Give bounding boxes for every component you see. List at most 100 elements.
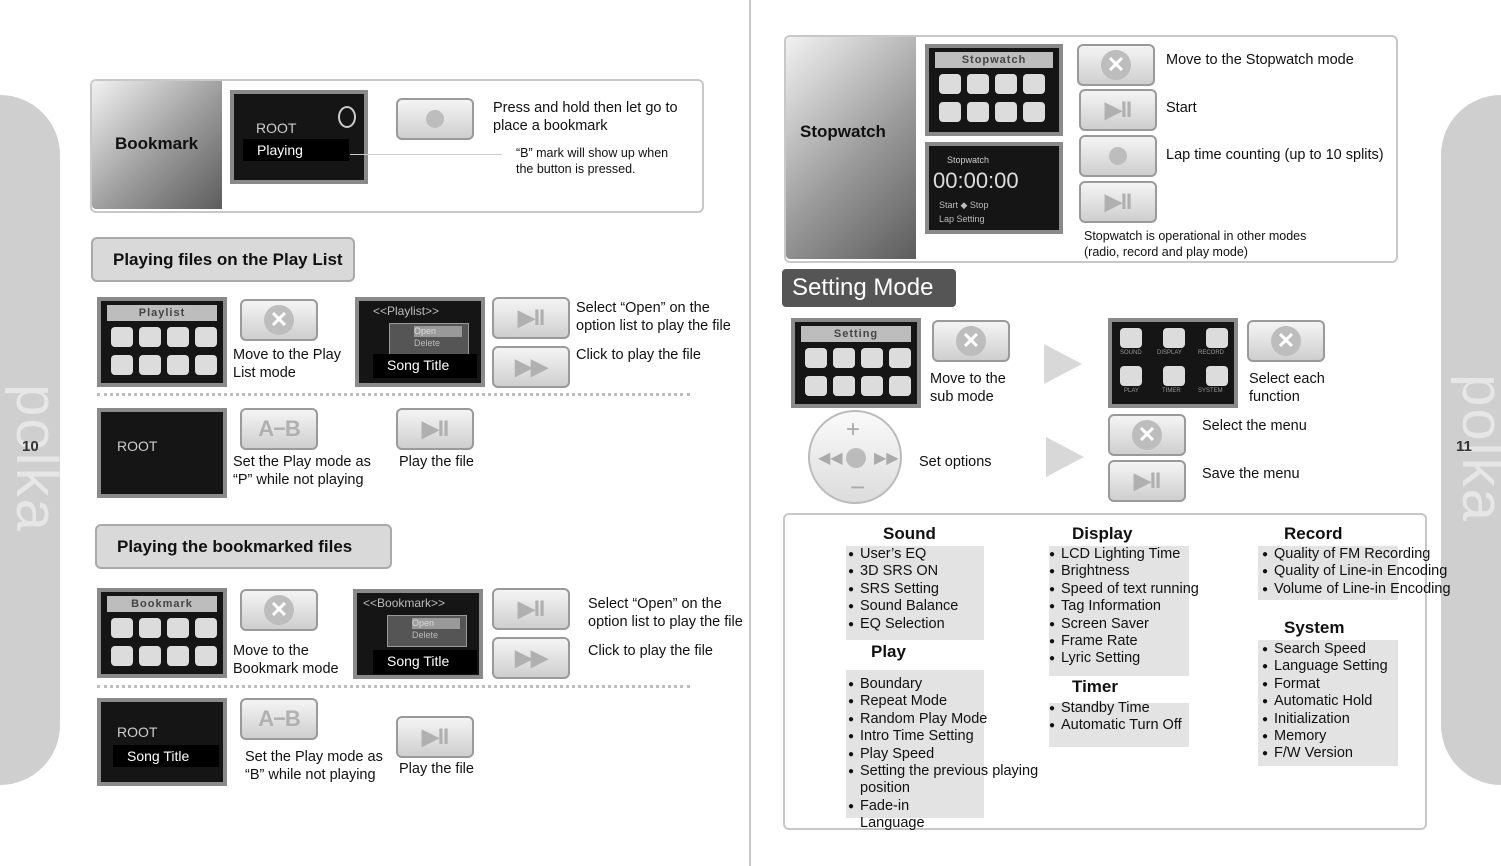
list-item: ●Search Speed <box>1262 641 1366 657</box>
list-item: ●Tag Information <box>1049 598 1161 615</box>
func-label-play: PLAY <box>1124 388 1139 394</box>
list-item: ●Automatic Turn Off <box>1049 717 1182 734</box>
list-item: ●Fade-in <box>848 797 910 814</box>
play-pause-button[interactable]: ▶II <box>396 716 474 758</box>
menu-button[interactable]: ✕ <box>240 299 318 341</box>
arrow-right-icon <box>1044 344 1082 384</box>
menu-button[interactable]: ✕ <box>240 589 318 631</box>
arrow-right-icon <box>1046 437 1084 477</box>
play-pause-button[interactable]: ▶II <box>1079 181 1157 223</box>
setting-step3: Set options <box>919 454 992 470</box>
func-icon-row1 <box>1120 328 1228 348</box>
bookmark-instruction: Press and hold then let go to place a bo… <box>493 100 678 134</box>
play-pause-button[interactable]: ▶II <box>492 297 570 339</box>
play-pause-icon: ▶II <box>517 596 545 621</box>
playlist-menu-screen: Playlist <box>97 297 227 387</box>
stopwatch-title-box <box>786 37 916 259</box>
stopwatch-timer-screen: Stopwatch 00:00:00 Start ◆ Stop Lap Sett… <box>925 142 1063 234</box>
list-item: ●Speed of text running <box>1049 580 1199 597</box>
dotted-divider <box>97 393 690 396</box>
menu-button[interactable]: ✕ <box>1247 320 1325 362</box>
category-play-title: Play <box>871 642 906 661</box>
category-record-title: Record <box>1284 524 1343 543</box>
brand-watermark-left: polka <box>3 384 69 533</box>
setting-menu-screen: Setting <box>791 318 921 408</box>
list-item: position <box>860 780 910 797</box>
category-play-list <box>846 670 984 818</box>
ab-label: A−B <box>258 706 301 731</box>
record-button[interactable] <box>1079 135 1157 177</box>
func-label-sound: SOUND <box>1120 350 1142 356</box>
menu-cross-icon: ✕ <box>1271 326 1301 356</box>
play-pause-button[interactable]: ▶II <box>1108 460 1186 502</box>
menu-cross-icon: ✕ <box>956 326 986 356</box>
playlist-step3: Click to play the file <box>576 347 701 363</box>
page-divider <box>749 0 751 866</box>
ab-button[interactable]: A−B <box>240 408 318 450</box>
left-side-tab <box>0 95 60 785</box>
bookmarked-step1: Move to the Bookmark mode <box>233 643 339 677</box>
stopwatch-note: Stopwatch is operational in other modes … <box>1084 229 1307 259</box>
list-item: ●3D SRS ON <box>848 563 939 580</box>
category-sound-title: Sound <box>883 524 936 543</box>
menu-cross-icon: ✕ <box>264 595 294 625</box>
list-item: ●Quality of FM Recording <box>1262 546 1431 562</box>
stopwatch-title: Stopwatch <box>800 122 886 141</box>
bookmark-screen-header: Bookmark <box>107 596 217 612</box>
bookmark-menu-screen: Bookmark <box>97 588 227 678</box>
center-cross-icon <box>846 448 866 468</box>
bookmark-option-header: <<Bookmark>> <box>363 596 446 610</box>
forward-button[interactable]: ▶▶ <box>492 637 570 679</box>
list-item: ●Play Speed <box>848 745 935 762</box>
list-item: ●Memory <box>1262 728 1327 745</box>
plus-icon: + <box>846 416 861 443</box>
bookmark-play-screen: ROOT <box>97 698 227 786</box>
dotted-divider <box>97 685 690 688</box>
list-item: ●Initialization <box>1262 710 1350 727</box>
play-pause-button[interactable]: ▶II <box>396 408 474 450</box>
stopwatch-time: 00:00:00 <box>933 168 1019 193</box>
play-pause-button[interactable]: ▶II <box>1079 89 1157 131</box>
category-record-list <box>1258 546 1398 600</box>
bookmark-player-screen: ROOT <box>230 90 368 184</box>
menu-cross-icon: ✕ <box>1132 420 1162 450</box>
playlist-option-header: <<Playlist>> <box>373 304 440 318</box>
playlist-section-title: Playing files on the Play List <box>91 237 355 282</box>
list-item: ●Screen Saver <box>1049 615 1149 632</box>
func-icon-row2 <box>1120 366 1228 386</box>
forward-icon: ▶▶ <box>874 450 899 467</box>
menu-button[interactable]: ✕ <box>1108 414 1186 456</box>
list-item: ●Volume of Line-in Encoding <box>1262 580 1451 597</box>
category-sound-list <box>846 546 984 640</box>
stopwatch-line2: Lap Setting <box>939 214 985 224</box>
stopwatch-step2: Start <box>1166 100 1197 116</box>
playlist-step4: Set the Play mode as “P” while not playi… <box>233 454 371 488</box>
sound-items: ●User’s EQ ●3D SRS ON ●SRS Setting ●Soun… <box>848 546 959 633</box>
func-label-timer: TIMER <box>1162 388 1181 394</box>
record-dot-icon <box>426 110 444 128</box>
play-pause-button[interactable]: ▶II <box>492 588 570 630</box>
ab-button[interactable]: A−B <box>240 698 318 740</box>
minus-icon: − <box>850 472 866 502</box>
menu-open-label: Open <box>412 618 460 629</box>
ab-label: A−B <box>258 416 301 441</box>
stopwatch-line1: Start ◆ Stop <box>939 200 989 210</box>
root-label: ROOT <box>117 724 158 740</box>
forward-button[interactable]: ▶▶ <box>492 346 570 388</box>
rewind-icon: ◀◀ <box>818 450 843 467</box>
navigation-dial[interactable]: + − ◀◀ ▶▶ <box>808 410 902 504</box>
list-item: ●Sound Balance <box>848 598 959 615</box>
bookmarked-section-title: Playing the bookmarked files <box>95 524 392 569</box>
root-label: ROOT <box>256 120 297 136</box>
menu-button[interactable]: ✕ <box>932 320 1010 362</box>
list-item: ●Standby Time <box>1049 700 1150 716</box>
category-system-title: System <box>1284 618 1345 637</box>
setting-step2: Select each function <box>1249 371 1325 405</box>
menu-button[interactable]: ✕ <box>1077 44 1155 86</box>
record-button[interactable] <box>396 98 474 140</box>
playlist-step5: Play the file <box>399 454 474 470</box>
bookmark-play-song-title-overlay: Song Title <box>113 745 219 767</box>
bookmarked-step4: Set the Play mode as “B” while not playi… <box>245 749 383 783</box>
list-item: ●SRS Setting <box>848 580 939 597</box>
bookmark-b-icon <box>338 106 356 128</box>
